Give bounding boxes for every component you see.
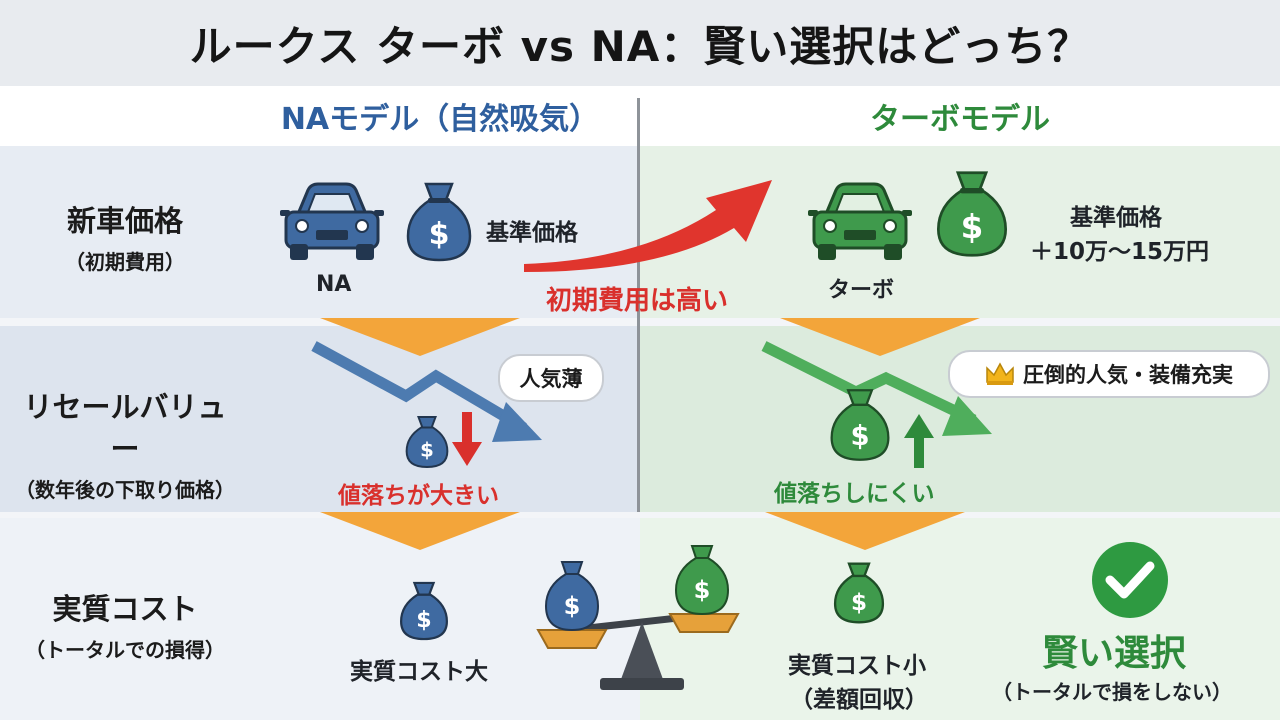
turbo-gentle-trend-icon — [761, 341, 992, 436]
price-arrow-note: 初期費用は高い — [546, 286, 729, 316]
na-falling-trend-icon — [311, 341, 542, 442]
turbo-resale-note: 値落ちしにくい — [774, 481, 935, 507]
na-car-label: NA — [316, 272, 352, 297]
svg-text:$: $ — [420, 438, 434, 461]
na-cost-money-bag-icon: $ — [400, 581, 448, 641]
crown-icon — [986, 362, 1014, 385]
verdict-sublabel: （トータルで損をしない） — [992, 680, 1232, 704]
na-small-money-bag-icon: $ — [405, 416, 449, 468]
svg-text:$: $ — [416, 607, 431, 633]
column-divider — [637, 98, 640, 512]
resale-label: リセールバリュー — [23, 390, 227, 466]
na-flow-chevron-1 — [320, 318, 520, 356]
down-arrow-icon — [452, 412, 482, 466]
turbo-cost-note-line1: 実質コスト小 — [788, 653, 926, 679]
cost-row-label: 実質コスト （トータルでの損得） — [10, 586, 240, 663]
column-header-row: NAモデル（自然吸気） ターボモデル — [0, 86, 1280, 146]
cost-na-panel — [0, 518, 640, 720]
turbo-car-icon — [808, 182, 912, 260]
turbo-car-label: ターボ — [828, 278, 895, 303]
turbo-column-header: ターボモデル — [870, 102, 1050, 137]
svg-text:$: $ — [564, 592, 581, 620]
svg-text:$: $ — [851, 590, 867, 616]
page-title: ルークス ターボ vs NA：賢い選択はどっち？ — [189, 21, 1091, 71]
turbo-resale-bubble-text: 圧倒的人気・装備充実 — [1023, 363, 1233, 387]
title-bar: ルークス ターボ vs NA：賢い選択はどっち？ — [0, 0, 1280, 86]
na-price-label: 基準価格 — [486, 220, 578, 246]
cost-row: 実質コスト （トータルでの損得） — [0, 518, 1280, 720]
checkmark-icon — [1092, 542, 1168, 618]
turbo-flow-chevron-1 — [780, 318, 980, 356]
svg-text:$: $ — [850, 421, 869, 452]
na-flow-chevron-2 — [320, 512, 520, 550]
na-cost-note: 実質コスト大 — [350, 659, 488, 685]
turbo-money-bag-icon: $ — [936, 171, 1008, 257]
svg-text:$: $ — [429, 217, 450, 252]
turbo-cost-money-bag-icon: $ — [833, 562, 885, 624]
na-money-bag-icon: $ — [406, 182, 472, 262]
resale-sublabel: （数年後の下取り価格） — [15, 478, 235, 502]
na-column-header: NAモデル（自然吸気） — [280, 102, 600, 137]
turbo-price-line1: 基準価格 — [1070, 205, 1162, 231]
turbo-flow-chevron-2 — [765, 512, 965, 550]
price-row-label: 新車価格 （初期費用） — [10, 198, 240, 275]
resale-row-label: リセールバリュー （数年後の下取り価格） — [10, 384, 240, 503]
na-resale-note: 値落ちが大きい — [338, 483, 499, 509]
turbo-large-money-bag-icon: $ — [830, 389, 890, 461]
verdict-label: 賢い選択 — [1042, 633, 1187, 674]
up-arrow-icon — [904, 414, 934, 468]
svg-text:$: $ — [961, 208, 984, 246]
turbo-resale-bubble: 圧倒的人気・装備充実 — [948, 350, 1270, 398]
na-car-icon — [280, 182, 384, 260]
svg-text:$: $ — [694, 576, 711, 604]
turbo-price-line2: ＋10万～15万円 — [1030, 239, 1210, 265]
cost-label: 実質コスト — [52, 592, 198, 626]
price-increase-arrow-icon — [524, 180, 772, 272]
price-label: 新車価格 — [66, 204, 183, 238]
balance-scale-icon: $ $ — [536, 545, 740, 690]
cost-turbo-panel — [640, 518, 1280, 720]
cost-sublabel: （トータルでの損得） — [25, 638, 225, 662]
turbo-cost-note-line2: （差額回収） — [790, 687, 928, 713]
price-sublabel: （初期費用） — [65, 250, 185, 274]
na-resale-bubble: 人気薄 — [498, 354, 604, 402]
